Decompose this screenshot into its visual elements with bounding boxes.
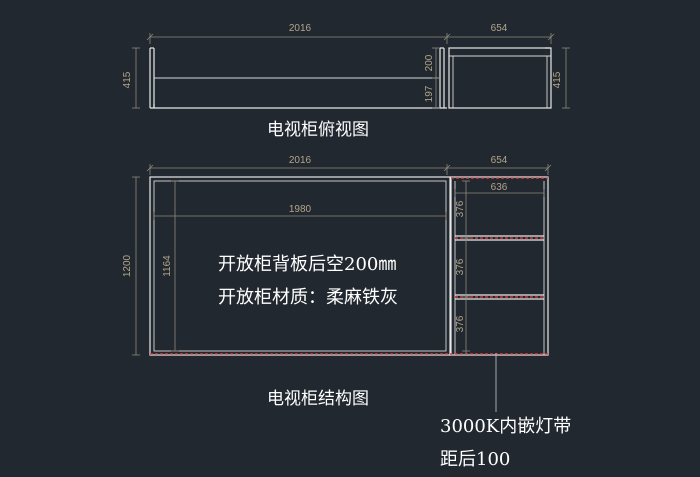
plan-view: 2016 654 415: [122, 23, 570, 140]
structure-dim-inner-right-width: 636: [491, 182, 508, 193]
structure-dim-inner-width: 1980: [289, 204, 312, 215]
led-callout: 3000K内嵌灯带 距后100: [440, 353, 571, 470]
structure-inner-width-dimension: [153, 212, 447, 220]
callout-line-1: 3000K内嵌灯带: [440, 416, 571, 437]
plan-dim-mid-upper: 200: [424, 54, 435, 71]
plan-view-title: 电视柜俯视图: [267, 120, 369, 140]
structure-view: 2016 654 636: [122, 155, 552, 409]
structure-top-dimension: [146, 164, 552, 175]
structure-dim-shelf-2: 376: [455, 258, 466, 275]
plan-right-dimension: [562, 47, 570, 109]
structure-outer-height-dimension: [132, 176, 140, 356]
callout-line-2: 距后100: [440, 449, 510, 470]
structure-note-line-2: 开放柜材质：柔麻铁灰: [218, 287, 398, 308]
structure-dim-top-right: 654: [491, 155, 508, 166]
structure-shelf-dimensions: [462, 180, 470, 355]
structure-dim-shelf-3: 376: [455, 315, 466, 332]
structure-dim-outer-height: 1200: [122, 254, 133, 277]
structure-open-cabinet: [450, 176, 549, 356]
structure-inner-right-dimension: [454, 189, 545, 197]
structure-dim-shelf-1: 376: [455, 200, 466, 217]
plan-top-dimension: [146, 33, 555, 44]
structure-main-cabinet: [149, 176, 451, 356]
structure-note-line-1: 开放柜背板后空200㎜: [218, 254, 396, 275]
structure-dim-inner-height: 1164: [162, 255, 173, 277]
led-strip-lines: [150, 177, 548, 355]
structure-view-title: 电视柜结构图: [267, 389, 369, 409]
plan-dim-top-left: 2016: [289, 23, 312, 34]
plan-dim-left-height: 415: [122, 71, 133, 88]
structure-inner-height-dimension: [171, 180, 179, 352]
plan-short-cabinet: [448, 47, 552, 109]
plan-left-dimension: [132, 47, 140, 109]
plan-dim-right-height: 415: [552, 71, 563, 88]
structure-dim-top-left: 2016: [289, 155, 312, 166]
plan-dim-top-right: 654: [491, 23, 508, 34]
plan-middle-dimension: [432, 47, 440, 109]
plan-dim-mid-lower: 197: [424, 85, 435, 102]
plan-long-cabinet: [149, 47, 447, 109]
